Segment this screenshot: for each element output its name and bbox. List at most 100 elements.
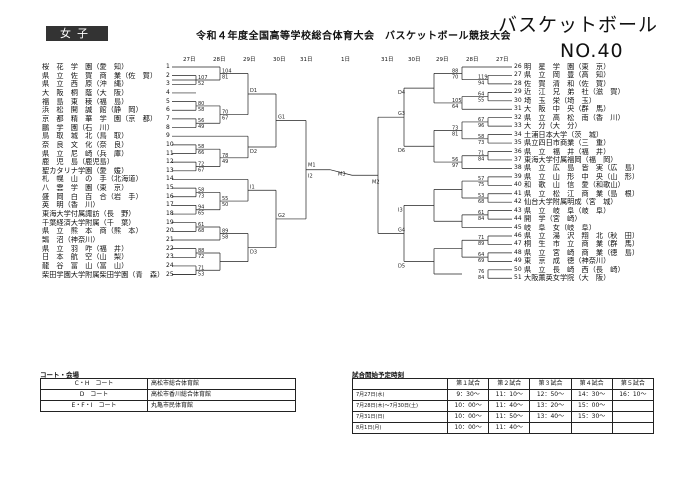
- schedule-row: 7月31日(日)10：00～11：50～13：40～15：30～: [352, 411, 655, 423]
- score: 96: [478, 123, 484, 129]
- venue-name: 丸亀市民体育館: [147, 400, 296, 412]
- match-label: D2: [250, 149, 257, 155]
- score: 70: [452, 74, 458, 80]
- team-name: 県 立 長 崎 西（長 崎）: [524, 265, 625, 274]
- schedule-row: 8月1日(月)10：00～11：40～: [352, 422, 655, 434]
- team-number: 17: [166, 201, 174, 209]
- schedule-time: 14：30～: [570, 389, 613, 401]
- match-label: G3: [398, 111, 405, 117]
- team-number: 50: [514, 265, 522, 273]
- team-name: 県 立 福 井（福 井）: [524, 147, 611, 156]
- score: 64: [452, 104, 458, 110]
- score: 55: [478, 98, 484, 104]
- team-name: 大阪薫英女学院（大 阪）: [524, 274, 611, 283]
- team-number: 8: [166, 123, 170, 131]
- team-number: 29: [514, 88, 522, 96]
- court-row: D コート高松市香川総合体育館: [40, 389, 296, 401]
- score: 107: [198, 75, 208, 81]
- team-number: 25: [166, 270, 174, 278]
- schedule-time: 16：10～: [611, 389, 655, 401]
- score: 58: [478, 134, 484, 140]
- team-number: 45: [514, 223, 522, 231]
- score: 53: [198, 271, 204, 277]
- match-label: M2: [372, 179, 380, 185]
- date-header: 29日: [436, 57, 449, 63]
- score: 105: [452, 98, 462, 104]
- date-header: 29日: [243, 57, 256, 63]
- team-name: 開 学（宮 崎）: [524, 215, 582, 224]
- court-row: E・F・I コート丸亀市民体育館: [40, 400, 296, 412]
- score: 53: [478, 193, 484, 199]
- team-name: 東海大学付属福岡（福 岡）: [524, 155, 618, 164]
- schedule-time: [611, 422, 655, 434]
- team-name: 県 立 西 原（沖 縄）: [42, 80, 129, 89]
- team-number: 1: [166, 63, 170, 70]
- date-header: 28日: [466, 57, 479, 63]
- team-name: 八 雲 学 園（東 京）: [42, 184, 129, 193]
- team-name: 桐 生 市 立 商 業（群 馬）: [524, 240, 640, 249]
- team-name: 大 阪 中 央（群 馬）: [524, 105, 611, 114]
- schedule-time: 11：50～: [488, 411, 531, 423]
- team-name: 県 立 岡 豊（高 知）: [524, 71, 611, 80]
- team-name: 鳥 取 城 北（鳥 取）: [42, 132, 129, 141]
- score: 70: [222, 110, 228, 116]
- score: 71: [478, 151, 484, 157]
- team-name: 県 立 松 江 商 業（島 根）: [524, 189, 640, 198]
- team-name: 県 立 湯 沢 翔 北（秋 田）: [524, 232, 640, 240]
- team-number: 6: [166, 106, 170, 114]
- schedule-date: 7月28日(木)～7月30日(土): [352, 400, 448, 412]
- schedule-time: 11：40～: [488, 400, 531, 412]
- score: 71: [198, 265, 204, 271]
- team-number: 31: [514, 105, 522, 113]
- score: 72: [198, 161, 204, 167]
- score: 50: [222, 202, 228, 208]
- team-name: 近 江 兄 弟 社（滋 賀）: [524, 88, 625, 97]
- match-label: D3: [250, 250, 257, 256]
- match-label: I2: [308, 174, 313, 180]
- team-number: 37: [514, 155, 522, 163]
- score: 84: [478, 275, 484, 281]
- handwritten-number: NO.40: [560, 40, 624, 62]
- team-name: 鵠 沼（神奈川）: [42, 236, 100, 244]
- team-number: 7: [166, 114, 170, 122]
- team-number: 9: [166, 132, 170, 140]
- score: 84: [478, 216, 484, 222]
- schedule-header: 第４試合: [570, 378, 613, 390]
- date-header-center: 1日: [341, 57, 350, 63]
- schedule-time: [611, 400, 655, 412]
- page-title: 令和４年度全国高等学校総合体育大会 バスケットボール競技大会: [196, 31, 511, 42]
- team-number: 16: [166, 192, 174, 200]
- team-number: 18: [166, 210, 174, 218]
- score: 69: [478, 258, 484, 264]
- team-name: 県 立 山 形 中 央（山 形）: [524, 172, 640, 181]
- score: 58: [198, 144, 204, 150]
- score: 68: [478, 199, 484, 205]
- score: 97: [452, 163, 458, 169]
- schedule-time: [529, 422, 572, 434]
- match-label: G1: [278, 115, 285, 121]
- schedule-title: 試合開始予定時刻: [352, 371, 404, 379]
- schedule-time: [570, 422, 613, 434]
- team-name: 千葉経済大学附属（千 葉）: [42, 218, 136, 227]
- score: 75: [478, 182, 484, 188]
- team-number: 2: [166, 71, 170, 79]
- court-row: C・H コート高松市総合体育館: [40, 378, 296, 390]
- team-number: 23: [166, 253, 174, 261]
- team-name: 県 立 羽 咋（福 井）: [42, 244, 129, 253]
- team-number: 44: [514, 215, 522, 223]
- score: 56: [198, 118, 204, 124]
- team-name: 龍 谷 富 山（富 山）: [42, 261, 129, 270]
- schedule-header: 第１試合: [446, 378, 490, 390]
- team-number: 14: [166, 175, 174, 183]
- score: 57: [478, 176, 484, 182]
- team-number: 41: [514, 189, 522, 197]
- score: 89: [478, 241, 484, 247]
- team-number: 28: [514, 79, 522, 87]
- schedule-header: 第３試合: [529, 378, 572, 390]
- team-name: 大 分（大 分）: [524, 122, 582, 131]
- court-name: E・F・I コート: [40, 400, 148, 412]
- schedule-time: 11：10～: [488, 389, 531, 401]
- score: 67: [222, 116, 228, 122]
